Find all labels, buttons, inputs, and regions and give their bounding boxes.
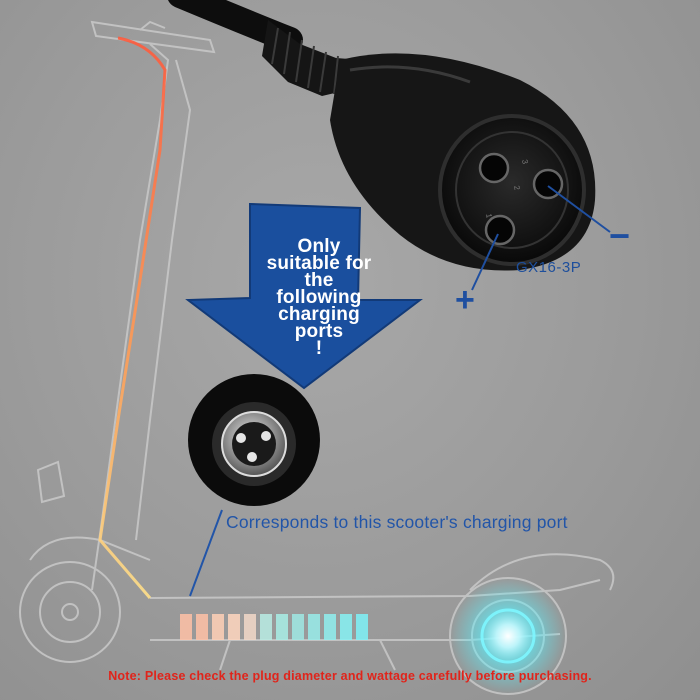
rear-hub-glow [450, 578, 566, 694]
arrow-text-line: Only [297, 236, 341, 257]
stem-highlight [98, 36, 167, 599]
plus-pointer-line [471, 233, 499, 291]
battery-cells [180, 614, 368, 640]
arrow-callout-text: Only suitable for the following charging… [248, 236, 390, 359]
arrow-text-line: following [276, 287, 362, 308]
positive-terminal-label: + [455, 281, 475, 319]
arrow-text-line: ports [294, 321, 344, 342]
arrow-text-line: ! [315, 338, 323, 359]
arrow-text-line: suitable for [266, 253, 372, 274]
strain-relief [262, 20, 362, 96]
pin-mark: 3 [520, 159, 530, 165]
arrow-text-line: charging [278, 304, 360, 325]
minus-pointer-line [547, 185, 611, 233]
arrow-text-line: the [304, 270, 334, 291]
port-caption: Corresponds to this scooter's charging p… [226, 512, 568, 532]
connector-face [438, 114, 586, 266]
purchase-note: Note: Please check the plug diameter and… [108, 669, 592, 683]
pin-mark: 1 [484, 213, 494, 219]
pin-mark: 2 [512, 185, 522, 191]
connector-model-label: GX16-3P [516, 259, 582, 276]
port-pointer-line [189, 509, 223, 597]
port-pins [236, 431, 271, 462]
negative-terminal-label: − [609, 215, 631, 256]
